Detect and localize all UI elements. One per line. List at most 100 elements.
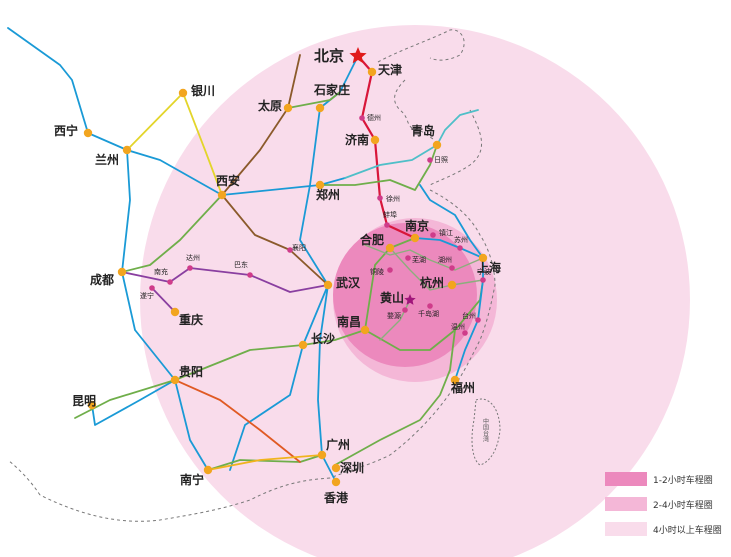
city-label-yinchuan: 银川 xyxy=(191,83,215,98)
legend-swatch xyxy=(605,497,647,511)
city-label-fuzhou: 福州 xyxy=(450,380,475,395)
city-marker-chongqing xyxy=(170,307,180,317)
city-marker-ningbo xyxy=(480,277,486,283)
city-label-kunming: 昆明 xyxy=(72,394,96,408)
city-marker-chengdu xyxy=(117,267,127,277)
city-marker-wuyuan xyxy=(402,307,408,313)
city-label-chongqing: 重庆 xyxy=(179,312,203,327)
city-label-badong: 巴东 xyxy=(234,260,248,269)
city-markers xyxy=(83,47,488,487)
city-label-wuyuan: 婺源 xyxy=(387,311,401,320)
city-marker-nanchang xyxy=(360,325,370,335)
city-label-bengbu: 蚌埠 xyxy=(383,210,397,219)
city-marker-taiyuan xyxy=(283,103,293,113)
city-marker-qingdao xyxy=(432,140,442,150)
city-label-hangzhou: 杭州 xyxy=(420,275,444,290)
city-label-dezhou: 德州 xyxy=(367,113,381,122)
city-marker-guiyang xyxy=(170,375,180,385)
city-marker-nanning xyxy=(203,465,213,475)
huangshan-star-icon xyxy=(404,294,416,305)
city-marker-xian xyxy=(217,190,227,200)
city-marker-suining xyxy=(149,285,155,291)
legend-item-4plus-h: 4小时以上车程圈 xyxy=(605,518,723,540)
city-marker-wuhan xyxy=(323,280,333,290)
city-label-chengdu: 成都 xyxy=(90,272,114,287)
city-label-changsha: 长沙 xyxy=(311,331,335,346)
legend-label: 2-4小时车程圈 xyxy=(653,500,713,511)
city-marker-xuzhou xyxy=(377,195,383,201)
city-marker-wuhu xyxy=(405,255,411,261)
city-marker-bengbu xyxy=(384,222,390,228)
city-label-beijing: 北京 xyxy=(314,47,344,65)
city-marker-nanjing xyxy=(410,233,420,243)
city-marker-nanchong xyxy=(167,279,173,285)
city-label-taizhou: 台州 xyxy=(462,311,476,320)
city-label-wuhan: 武汉 xyxy=(336,275,361,290)
city-label-zhengzhou: 郑州 xyxy=(316,187,340,202)
city-label-nanchang: 南昌 xyxy=(337,314,361,329)
legend-label: 4小时以上车程圈 xyxy=(653,525,722,536)
city-marker-shenzhen xyxy=(331,463,341,473)
city-marker-shanghai xyxy=(478,253,488,263)
city-marker-hefei xyxy=(385,243,395,253)
city-label-shenzhen: 深圳 xyxy=(340,460,364,475)
ring-1-2-hours xyxy=(333,223,477,367)
city-label-xining: 西宁 xyxy=(54,123,78,138)
city-label-qingdao: 青岛 xyxy=(411,123,435,138)
legend-swatch xyxy=(605,472,647,486)
city-label-hefei: 合肥 xyxy=(360,232,384,247)
city-marker-huzhou xyxy=(449,265,455,271)
city-marker-guangzhou xyxy=(317,450,327,460)
city-marker-yinchuan xyxy=(178,88,188,98)
city-marker-tianjin xyxy=(367,67,377,77)
city-marker-xiangyang xyxy=(287,247,293,253)
city-label-nanjing: 南京 xyxy=(405,218,429,233)
city-marker-fuzhou xyxy=(450,375,460,385)
city-marker-zhenjiang xyxy=(430,232,436,238)
city-marker-jinan xyxy=(370,135,380,145)
city-marker-lanzhou xyxy=(122,145,132,155)
city-label-tianjin: 天津 xyxy=(378,62,402,77)
city-labels: 北京天津石家庄太原银川西宁兰州西安郑州济南德州青岛日照徐州蚌埠南京镇江合肥苏州上… xyxy=(54,47,501,505)
city-label-xuzhou: 徐州 xyxy=(386,194,400,203)
city-label-zhenjiang: 镇江 xyxy=(439,228,453,237)
city-label-nanning: 南宁 xyxy=(180,472,204,487)
city-marker-tongling xyxy=(387,267,393,273)
city-marker-zhengzhou xyxy=(315,180,325,190)
beijing-star-icon xyxy=(349,47,367,64)
city-label-wuhu: 芜湖 xyxy=(412,255,426,264)
city-marker-hangzhou xyxy=(447,280,457,290)
city-marker-changsha xyxy=(298,340,308,350)
city-label-shanghai: 上海 xyxy=(477,260,501,275)
city-label-ningbo: 宁波 xyxy=(477,267,491,276)
city-label-dazhou: 达州 xyxy=(186,253,200,262)
city-marker-dazhou xyxy=(187,265,193,271)
legend-label: 1-2小时车程圈 xyxy=(653,475,713,486)
city-marker-qiandaohu xyxy=(427,303,433,309)
legend-item-2-4h: 2-4小时车程圈 xyxy=(605,493,723,515)
city-marker-dezhou xyxy=(359,115,365,121)
city-marker-shijiazhuang xyxy=(315,103,325,113)
city-label-huzhou: 湖州 xyxy=(438,255,452,264)
city-marker-wenzhou xyxy=(462,330,468,336)
city-label-shijiazhuang: 石家庄 xyxy=(313,82,350,97)
city-label-suzhou: 苏州 xyxy=(454,235,468,244)
city-marker-rizhao xyxy=(427,157,433,163)
city-label-guiyang: 贵阳 xyxy=(179,364,203,379)
city-label-rizhao: 日照 xyxy=(434,156,448,164)
city-marker-badong xyxy=(247,272,253,278)
city-marker-xianggang xyxy=(331,477,341,487)
legend-swatch xyxy=(605,522,647,536)
city-label-huangshan: 黄山 xyxy=(380,290,404,305)
city-label-xiangyang: 襄阳 xyxy=(292,243,306,252)
city-label-guangzhou: 广州 xyxy=(326,437,350,452)
city-label-jinan: 济南 xyxy=(345,132,369,147)
city-label-wenzhou: 温州 xyxy=(451,322,465,331)
city-marker-xining xyxy=(83,128,93,138)
city-label-suining: 遂宁 xyxy=(140,291,154,300)
city-label-nanchong: 南充 xyxy=(154,267,168,276)
taiwan-label: 中国台湾 xyxy=(482,417,489,443)
legend-item-1-2h: 1-2小时车程圈 xyxy=(605,468,723,490)
city-marker-suzhou xyxy=(457,245,463,251)
